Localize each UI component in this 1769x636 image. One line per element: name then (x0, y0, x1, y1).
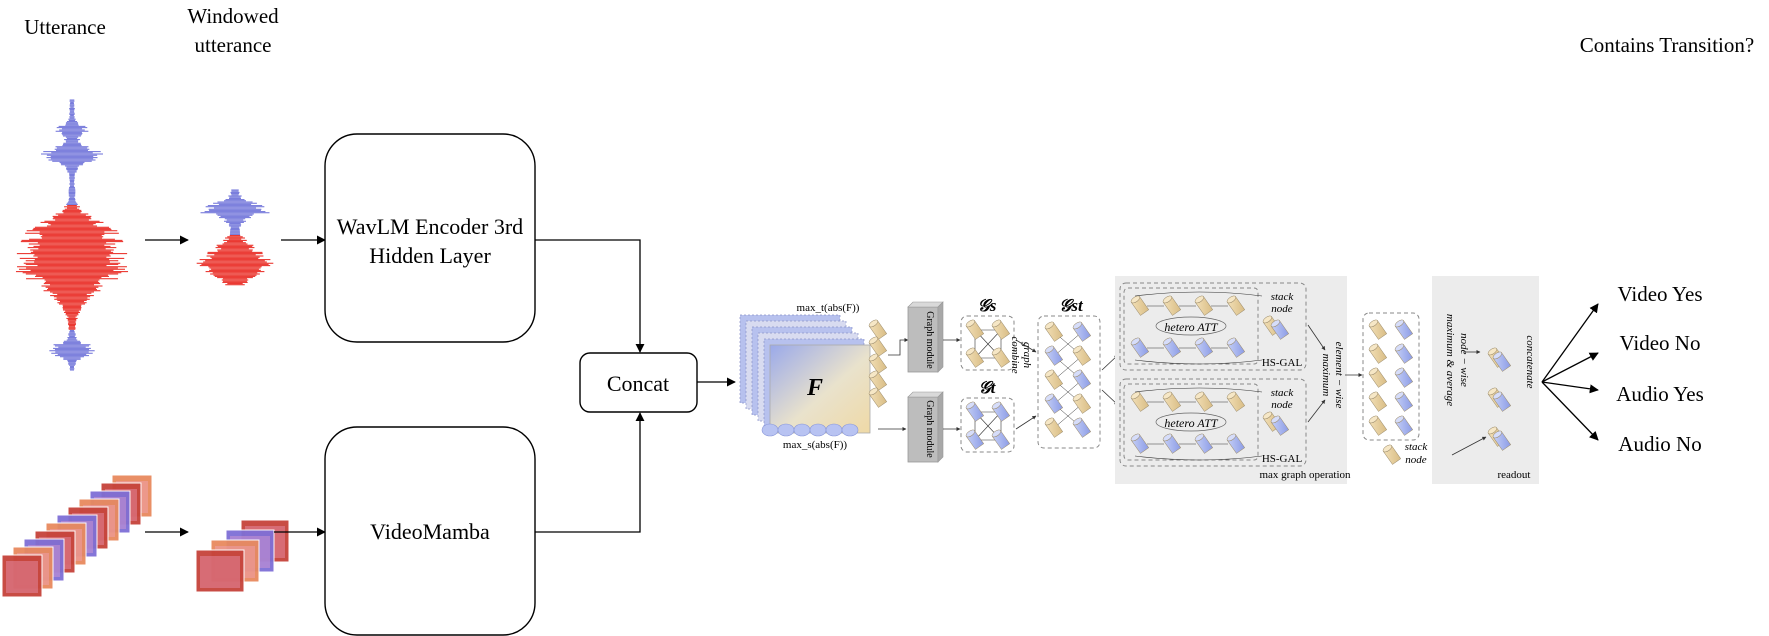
spatial-max-nodes (761, 423, 859, 437)
output-label: Audio No (1618, 432, 1701, 456)
wavlm-encoder-box (324, 133, 536, 343)
graph-t-nodes (965, 401, 1011, 450)
svg-text:Graph module: Graph module (924, 311, 935, 369)
max-graph-operation-panel (1115, 276, 1347, 484)
utterance-label: Utterance (24, 15, 106, 39)
output-label: Audio Yes (1616, 382, 1704, 406)
hs-gal-block-bottom: hetero ATT stack node HS-GAL (1119, 378, 1307, 467)
readout-label: readout (1498, 469, 1531, 481)
maximum-average-label: maximum & average (1444, 314, 1456, 406)
node-wise-label: node − wise (1458, 333, 1470, 387)
concatenate-label: concatenate (1524, 335, 1536, 388)
readout-nodes (1487, 347, 1512, 451)
windowed-label-line2: utterance (195, 33, 272, 57)
arrow-to-output (1541, 303, 1599, 383)
output-label: Video Yes (1617, 282, 1702, 306)
svg-text:node: node (1271, 303, 1293, 315)
arrow-to-output (1541, 381, 1599, 394)
wavlm-label-line1: WavLM Encoder 3rd (337, 214, 523, 239)
output-arrows (1541, 303, 1599, 441)
graph-st-nodes (1044, 321, 1092, 438)
feature-F-label: F (806, 375, 823, 401)
svg-text:hetero ATT: hetero ATT (1164, 416, 1219, 430)
graph-st-label: 𝒢st (1059, 296, 1084, 315)
arrow-to-output (1541, 381, 1599, 441)
max-t-label: max_t(abs(F)) (797, 302, 860, 314)
feature-tensor: F (739, 314, 888, 437)
svg-text:Graph module: Graph module (924, 400, 935, 458)
svg-text:node: node (1271, 399, 1293, 411)
videomamba-label: VideoMamba (370, 519, 490, 544)
graph-s-nodes (965, 319, 1011, 368)
stack-node-box (1362, 312, 1420, 441)
graph-t-label: 𝒢t (979, 378, 997, 397)
svg-text:HS-GAL: HS-GAL (1262, 453, 1303, 465)
utterance-waveform (15, 99, 129, 371)
concat-label: Concat (607, 371, 669, 396)
stack-label: stack (1405, 441, 1429, 453)
video-frames-stack (1, 474, 153, 598)
graph-combine-label-2: combine (1009, 336, 1021, 373)
contains-transition-label: Contains Transition? (1580, 33, 1754, 57)
output-label: Video No (1620, 331, 1701, 355)
windowed-label-line1: Windowed (187, 4, 279, 28)
svg-text:hetero ATT: hetero ATT (1164, 320, 1219, 334)
graph-combine-label-1: graph (1021, 342, 1033, 369)
graph-st-box (1037, 315, 1101, 449)
svg-text:HS-GAL: HS-GAL (1262, 357, 1303, 369)
arrow-wavlm-to-concat (535, 239, 645, 353)
graph-module-bottom: Graph module (907, 391, 944, 463)
arrow-to-output (1541, 352, 1599, 383)
graph-module-top: Graph module (907, 301, 944, 373)
arrow-videomamba-to-concat (535, 412, 645, 533)
hs-gal-block-top: hetero ATT stack node HS-GAL (1119, 282, 1307, 371)
svg-text:stack: stack (1271, 387, 1295, 399)
graph-t-box (960, 397, 1015, 453)
windowed-waveform (196, 189, 274, 286)
wavlm-label-line2: Hidden Layer (369, 243, 491, 268)
max-s-label: max_s(abs(F)) (783, 439, 847, 451)
videomamba-box (324, 426, 536, 636)
graph-s-label: 𝒢s (978, 296, 997, 315)
svg-text:stack: stack (1271, 291, 1295, 303)
temporal-max-nodes (868, 319, 888, 408)
node-label: node (1405, 454, 1427, 466)
element-wise-maximum-label: maximum (1320, 354, 1332, 397)
readout-panel (1432, 276, 1539, 484)
graph-s-box (960, 315, 1015, 371)
max-graph-operation-label: max graph operation (1259, 469, 1351, 481)
element-wise-label: element − wise (1333, 342, 1345, 409)
windowed-video-frames (195, 519, 290, 593)
stack-node-column (1368, 319, 1414, 465)
